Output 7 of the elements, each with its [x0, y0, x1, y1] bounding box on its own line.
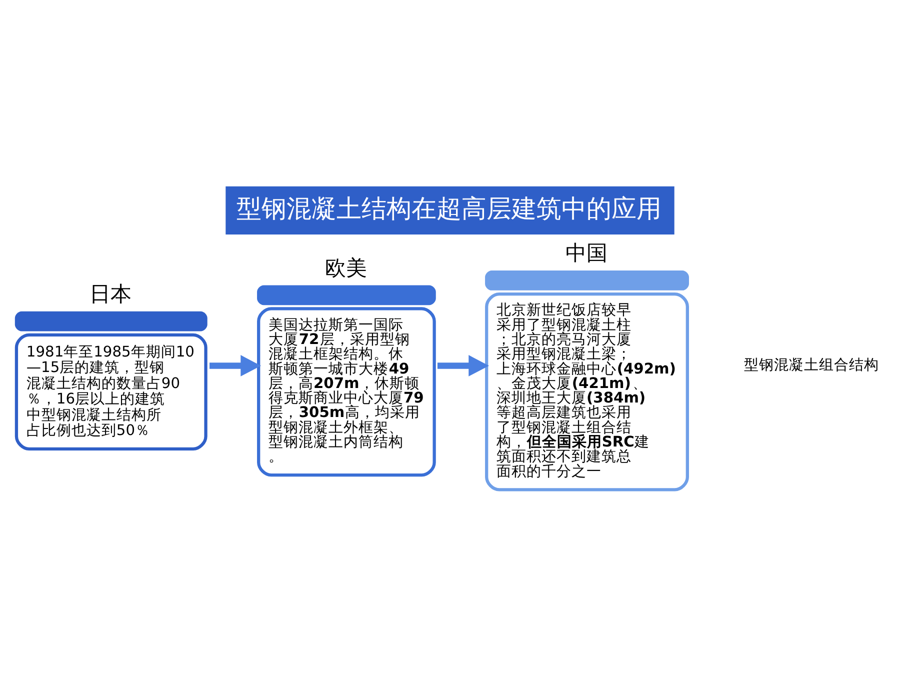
arrow	[437, 355, 489, 376]
diagram-title: 型钢混凝土结构在超高层建筑中的应用	[236, 194, 662, 223]
node-label: 中国	[566, 241, 608, 266]
label: 型钢混凝土组合结构	[744, 356, 879, 374]
node-label: 日本	[90, 282, 132, 306]
arrow	[210, 355, 261, 376]
node-label: 欧美	[325, 256, 368, 280]
